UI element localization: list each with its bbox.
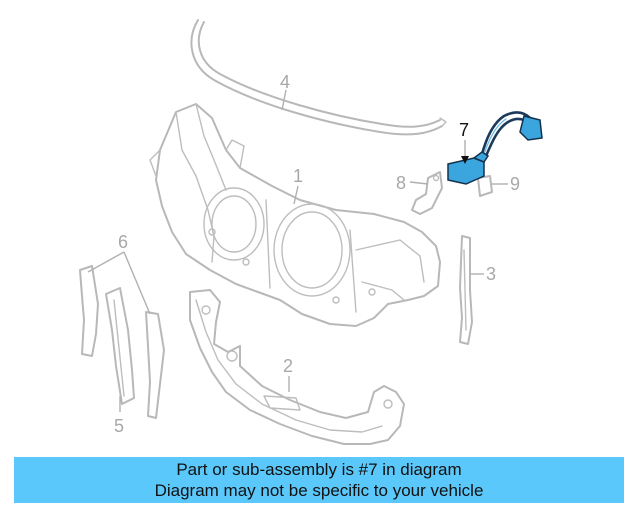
leader-6 xyxy=(87,251,151,315)
callout-1: 1 xyxy=(293,166,303,186)
part-3-side-bracket xyxy=(459,235,473,345)
callout-6: 6 xyxy=(118,232,128,252)
part-8-bracket xyxy=(411,171,443,215)
callout-7: 7 xyxy=(459,120,469,140)
part-5-center-panel xyxy=(105,287,135,405)
connector-end xyxy=(519,115,543,141)
callout-2: 2 xyxy=(283,356,293,376)
part-2-lower-reinforcement xyxy=(189,289,405,445)
leader-7-arrow xyxy=(461,156,469,164)
part-4-seal-strip xyxy=(190,19,447,136)
leader-4 xyxy=(281,89,287,111)
leader-1 xyxy=(293,185,299,205)
info-banner: Part or sub-assembly is #7 in diagram Di… xyxy=(14,457,624,503)
part-9-clip xyxy=(477,175,493,197)
part-1-radiator-support xyxy=(149,103,441,327)
callout-8: 8 xyxy=(396,173,406,193)
callout-4: 4 xyxy=(280,72,290,92)
leader-8 xyxy=(409,181,429,185)
banner-line-1: Part or sub-assembly is #7 in diagram xyxy=(176,460,462,479)
part-7-wiring-harness xyxy=(447,111,543,185)
callout-9: 9 xyxy=(510,174,520,194)
callout-5: 5 xyxy=(114,416,124,436)
banner-line-2: Diagram may not be specific to your vehi… xyxy=(154,481,484,500)
part-6-side-panels xyxy=(79,265,165,419)
callout-3: 3 xyxy=(486,264,496,284)
